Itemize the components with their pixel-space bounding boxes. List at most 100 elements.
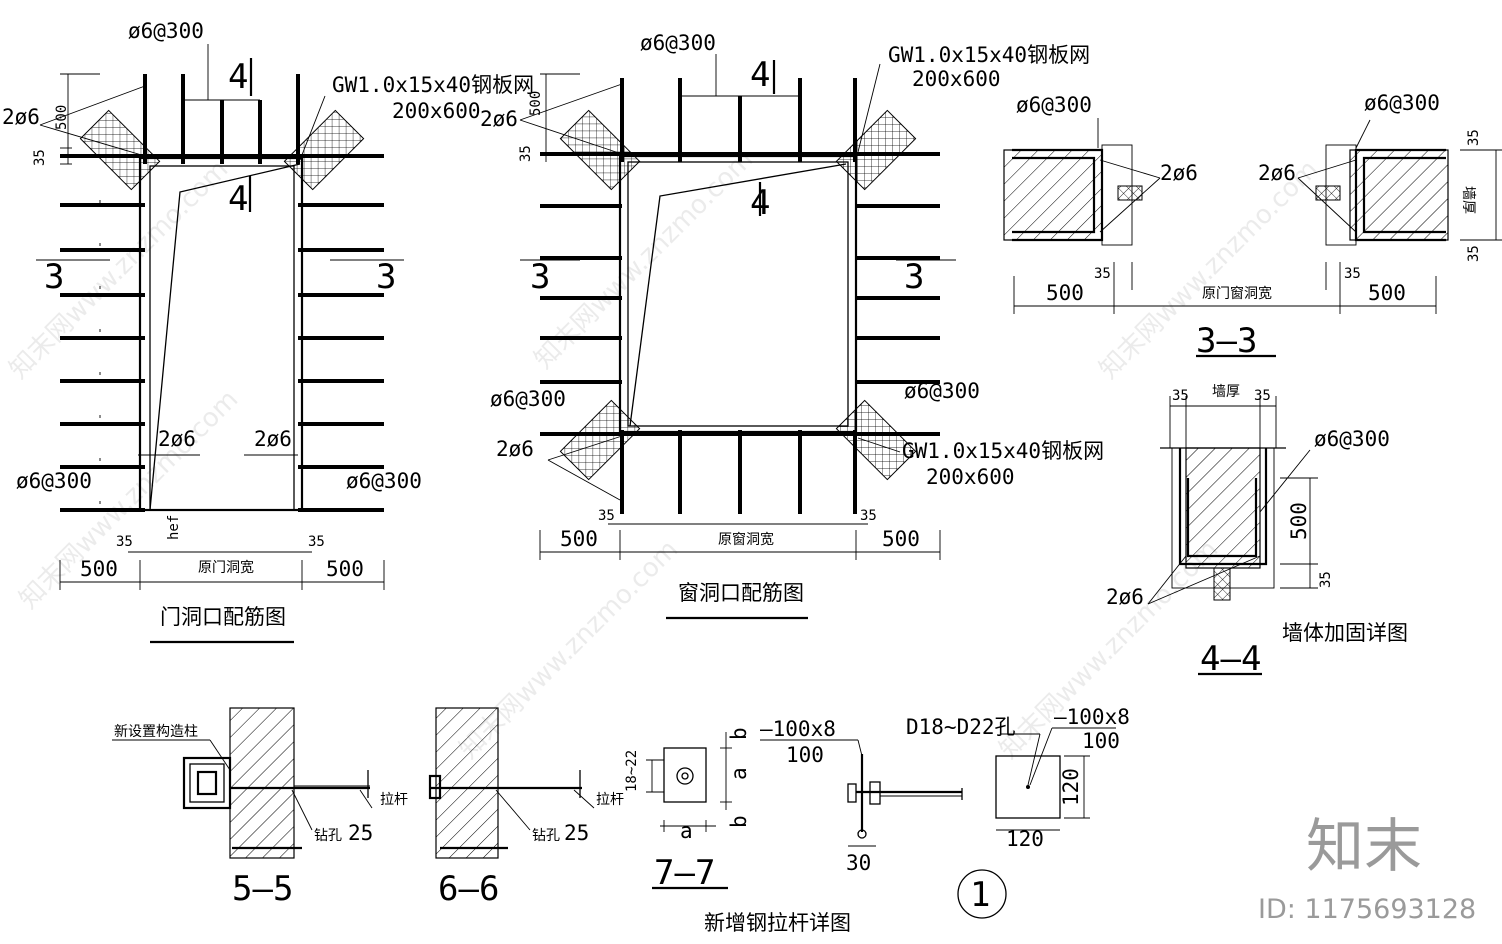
section-7-7-dim-b-top: b xyxy=(727,727,751,740)
section-5-5-wall xyxy=(229,707,295,859)
section-5-5-dim-25: 25 xyxy=(348,821,373,845)
section-7-7-dim-a-horizontal: a xyxy=(680,819,693,843)
section-4-4-bars: 2ø6 xyxy=(1106,585,1144,609)
section-3-3-dim-500-left: 500 xyxy=(1046,281,1084,305)
section-3-3-left-spacing: ø6@300 xyxy=(1016,93,1092,117)
door-mesh-spec: GW1.0x15x40钢板网 xyxy=(332,73,534,97)
section-4-4-dim-35-vertical: 35 xyxy=(1318,571,1334,588)
window-bottom-vertical-bars xyxy=(620,430,857,514)
section-3-3-right-bars: 2ø6 xyxy=(1258,161,1296,185)
window-dim-500-vertical: 500 xyxy=(528,91,544,116)
door-left-bars-label: 2ø6 xyxy=(158,427,196,451)
window-section-3-right: 3 xyxy=(904,257,924,297)
tie-rod-dim-30: 30 xyxy=(846,851,871,875)
door-right-bars xyxy=(298,203,384,512)
window-swing-line xyxy=(629,163,847,427)
door-opening-drawing: ø6@300 GW1.0x15x40钢板网 200x600 2ø6 500 35… xyxy=(2,19,534,644)
door-section-4-bottom: 4 xyxy=(228,179,248,219)
section-3-3-title: 3—3 xyxy=(1196,321,1257,361)
door-left-spacing: ø6@300 xyxy=(16,469,92,493)
tie-rod-detail-number: 1 xyxy=(970,875,990,915)
tie-rod-plate-width-2: 100 xyxy=(1082,729,1120,753)
tie-rod-plate-plan xyxy=(995,755,1061,819)
watermark-group: 知末网www.znzmo.com 知末网www.znzmo.com 知末网www… xyxy=(4,144,1325,765)
window-corner-bars-top: 2ø6 xyxy=(480,107,518,131)
section-4-4-dim-35-left: 35 xyxy=(1172,388,1189,404)
window-right-spacing: ø6@300 xyxy=(904,379,980,403)
section-7-7-dim-a-vertical: a xyxy=(727,767,751,780)
section-6-6-dim-25: 25 xyxy=(564,821,589,845)
window-section-4-top: 4 xyxy=(750,55,770,95)
door-title: 门洞口配筋图 xyxy=(160,605,286,629)
window-dim-35-left: 35 xyxy=(598,508,615,524)
window-dim-500-right: 500 xyxy=(882,527,920,551)
door-left-bars xyxy=(60,200,145,515)
section-6-6-wall xyxy=(435,707,499,859)
section-5-5-drawing: 新设置构造柱 拉杆 钻孔 25 5—5 xyxy=(112,707,408,909)
window-opening-drawing: ø6@300 GW1.0x15x40钢板网 200x600 2ø6 500 35… xyxy=(480,31,1104,620)
section-3-3-dim-35-left: 35 xyxy=(1094,266,1111,282)
window-top-vertical-bars xyxy=(620,78,857,162)
window-frame-inner xyxy=(627,161,849,427)
window-frame-outer xyxy=(618,154,858,434)
section-3-3-drawing: ø6@300 ø6@300 2ø6 2ø6 35 35 500 500 原门窗洞… xyxy=(1003,91,1502,361)
window-dim-500-left: 500 xyxy=(560,527,598,551)
section-4-4-wall-thickness: 墙厚 xyxy=(1212,384,1240,400)
door-dim-35-vertical: 35 xyxy=(32,149,48,166)
door-dim-500-left: 500 xyxy=(80,557,118,581)
section-4-4-drawing: 35 墙厚 35 ø6@300 500 35 2ø6 墙体加固详图 4—4 xyxy=(1106,384,1408,679)
window-mesh-bottom-right xyxy=(835,399,917,481)
door-mesh-left xyxy=(79,109,161,191)
window-left-spacing: ø6@300 xyxy=(490,387,566,411)
section-3-3-dim-35-top: 35 xyxy=(1466,129,1482,146)
section-6-6-tie-rod: 拉杆 xyxy=(596,792,624,808)
door-section-4-top: 4 xyxy=(228,57,248,97)
door-right-spacing: ø6@300 xyxy=(346,469,422,493)
section-3-3-wall-thickness: 墙厚 xyxy=(1460,186,1476,214)
tie-rod-dim-120-vertical: 120 xyxy=(1059,768,1083,806)
section-3-3-right-spacing: ø6@300 xyxy=(1364,91,1440,115)
tie-rod-plate-spec-2: —100x8 xyxy=(1054,705,1130,729)
door-top-spacing: ø6@300 xyxy=(128,19,204,43)
brand-logo: 知末 xyxy=(1306,812,1422,880)
window-right-bars xyxy=(855,204,940,384)
door-dim-500-vertical: 500 xyxy=(54,105,70,130)
window-left-bars xyxy=(540,204,622,384)
section-6-6-drawing: 拉杆 钻孔 25 6—6 xyxy=(428,707,624,909)
section-3-3-wall-right xyxy=(1349,149,1449,241)
window-section-4-bottom: 4 xyxy=(750,183,770,223)
door-frame-inner xyxy=(149,165,295,511)
section-7-7-title: 7—7 xyxy=(654,853,715,893)
door-mesh-size: 200x600 xyxy=(392,99,481,123)
window-dim-35-vertical: 35 xyxy=(518,145,534,162)
section-4-4-title: 4—4 xyxy=(1200,639,1261,679)
section-3-3-dim-35-right: 35 xyxy=(1344,266,1361,282)
section-6-6-title: 6—6 xyxy=(438,869,499,909)
window-top-spacing: ø6@300 xyxy=(640,31,716,55)
window-dim-35-right: 35 xyxy=(860,508,877,524)
door-dim-35-left: 35 xyxy=(116,534,133,550)
section-4-4-spacing: ø6@300 xyxy=(1314,427,1390,451)
section-3-3-left-bars: 2ø6 xyxy=(1160,161,1198,185)
section-3-3-dim-500-right: 500 xyxy=(1368,281,1406,305)
section-5-5-drill-hole: 钻孔 xyxy=(314,828,342,844)
door-corner-bars: 2ø6 xyxy=(2,105,40,129)
tie-rod-detail-drawing: —100x8 100 30 D18~D22孔 —100x8 100 120 12… xyxy=(704,705,1130,935)
watermark-text: 知末网www.znzmo.com xyxy=(14,384,245,615)
window-mesh-spec-top: GW1.0x15x40钢板网 xyxy=(888,43,1090,67)
section-5-5-tie-rod: 拉杆 xyxy=(380,792,408,808)
section-6-6-drill-hole: 钻孔 xyxy=(532,828,560,844)
window-mesh-spec-bottom: GW1.0x15x40钢板网 xyxy=(902,439,1104,463)
section-5-5-title: 5—5 xyxy=(232,869,293,909)
section-7-7-dim-b-bottom: b xyxy=(727,815,751,828)
tie-rod-plate-spec: —100x8 xyxy=(760,717,836,741)
section-4-4-dim-500: 500 xyxy=(1287,502,1311,540)
window-mesh-size-bottom: 200x600 xyxy=(926,465,1015,489)
window-title: 窗洞口配筋图 xyxy=(678,581,804,605)
section-3-3-opening-width: 原门窗洞宽 xyxy=(1202,285,1272,302)
tie-rod-dim-120-horizontal: 120 xyxy=(1006,827,1044,851)
window-opening-width: 原窗洞宽 xyxy=(718,531,774,548)
tie-rod-hole-spec: D18~D22孔 xyxy=(906,715,1016,739)
tie-rod-detail-title: 新增钢拉杆详图 xyxy=(704,911,851,935)
watermark-text: 知末网www.znzmo.com xyxy=(4,154,235,385)
